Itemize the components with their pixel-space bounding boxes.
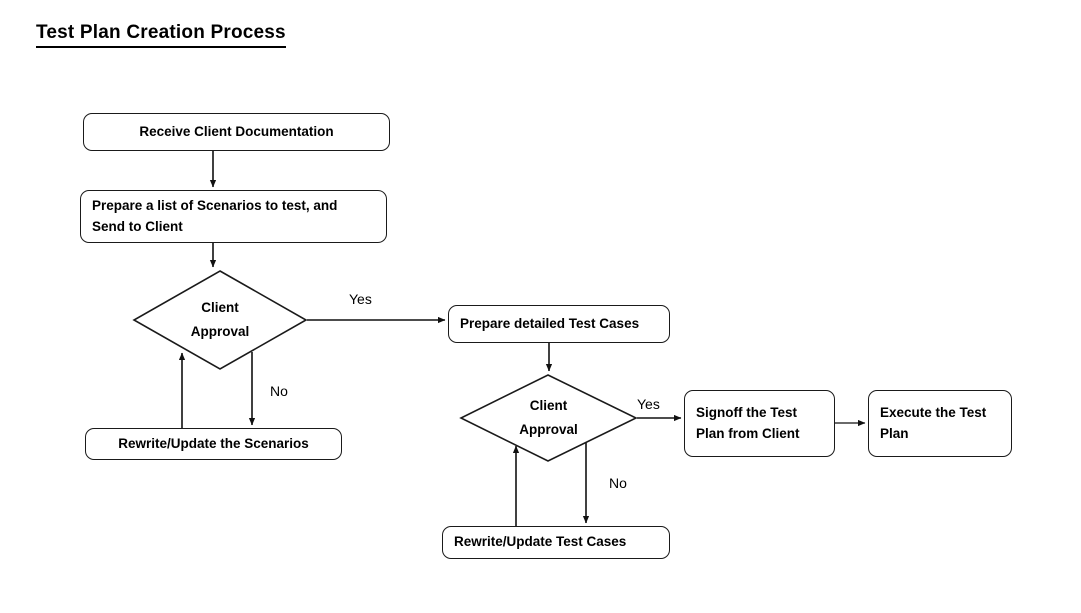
node-label: Rewrite/Update the Scenarios [118,435,309,451]
node-client-approval-1[interactable]: Client Approval [132,270,308,370]
node-execute-test-plan[interactable]: Execute the Test Plan [868,390,1012,457]
node-client-approval-2[interactable]: Client Approval [459,374,638,462]
diamond-shape [459,374,638,462]
edge-label-no-approval1: No [270,383,288,399]
page-title: Test Plan Creation Process [36,22,286,48]
node-label-line1: Prepare a list of Scenarios to test, and [92,197,338,213]
diamond-shape [132,270,308,370]
edge-label-yes-approval2: Yes [637,396,660,412]
node-receive-client-documentation[interactable]: Receive Client Documentation [83,113,390,151]
node-label-line1: Signoff the Test [696,404,797,420]
edge-label-no-approval2: No [609,475,627,491]
node-label: Prepare detailed Test Cases [460,315,640,331]
node-label-line2: Plan from Client [696,425,800,441]
edge-label-yes-approval1: Yes [349,291,372,307]
node-label-line2: Send to Client [92,218,183,234]
node-label-line2: Plan [880,425,909,441]
node-label: Rewrite/Update Test Cases [454,534,627,550]
node-label-line1: Execute the Test [880,404,987,420]
node-prepare-detailed-test-cases[interactable]: Prepare detailed Test Cases [448,305,670,343]
node-prepare-scenarios[interactable]: Prepare a list of Scenarios to test, and… [80,190,387,243]
node-label: Receive Client Documentation [139,123,334,139]
node-rewrite-update-test-cases[interactable]: Rewrite/Update Test Cases [442,526,670,559]
node-signoff-test-plan[interactable]: Signoff the Test Plan from Client [684,390,835,457]
node-rewrite-update-scenarios[interactable]: Rewrite/Update the Scenarios [85,428,342,460]
